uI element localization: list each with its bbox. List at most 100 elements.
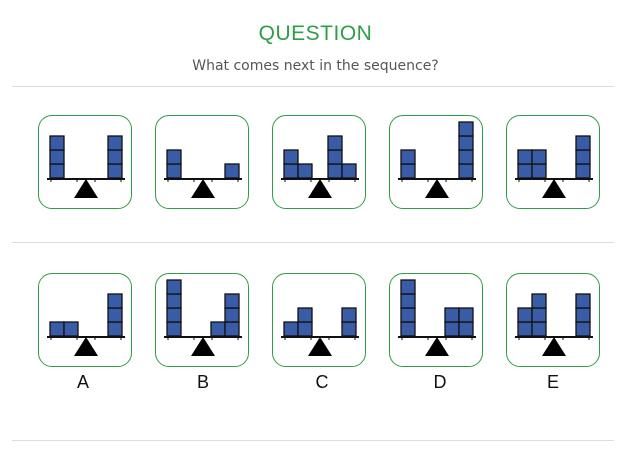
right-weight-block <box>458 149 474 165</box>
right-weight-block <box>458 163 474 179</box>
right-weight-block <box>327 163 343 179</box>
right-weight-block <box>341 163 357 179</box>
left-weight-block <box>49 321 65 337</box>
left-weight-block <box>531 163 547 179</box>
option-a-label[interactable]: A <box>76 372 89 392</box>
right-weight-block <box>327 149 343 165</box>
right-weight-block <box>107 293 123 309</box>
option-c-card[interactable] <box>272 273 366 367</box>
left-weight-block <box>63 321 79 337</box>
question-prompt: What comes next in the sequence? <box>192 58 439 74</box>
divider-bottom <box>12 440 614 441</box>
left-weight-block <box>531 149 547 165</box>
option-b-label[interactable]: B <box>196 372 209 392</box>
right-weight-block <box>458 135 474 151</box>
left-weight-block <box>531 307 547 323</box>
fulcrum <box>542 179 566 198</box>
fulcrum <box>191 179 215 198</box>
left-weight-block <box>166 293 182 309</box>
fulcrum <box>425 179 449 198</box>
sequence-card-1 <box>38 115 132 209</box>
left-weight-block <box>297 321 313 337</box>
right-weight-block <box>107 135 123 151</box>
right-weight-block <box>458 307 474 323</box>
right-weight-block <box>107 163 123 179</box>
page-title: QUESTION <box>258 22 373 45</box>
divider-top <box>12 86 614 87</box>
left-weight-block <box>400 321 416 337</box>
right-weight-block <box>458 321 474 337</box>
right-weight-block <box>224 163 240 179</box>
left-weight-block <box>283 321 299 337</box>
left-weight-block <box>400 163 416 179</box>
right-weight-block <box>575 321 591 337</box>
left-weight-block <box>49 135 65 151</box>
sequence-3-scale-diagram <box>281 135 359 198</box>
right-weight-block <box>341 307 357 323</box>
option-a-card[interactable] <box>38 273 132 367</box>
option-d-scale-diagram <box>398 279 476 356</box>
right-weight-block <box>575 135 591 151</box>
fulcrum <box>74 179 98 198</box>
option-d-card[interactable] <box>389 273 483 367</box>
option-e-card[interactable] <box>506 273 600 367</box>
left-weight-block <box>517 321 533 337</box>
fulcrum <box>191 337 215 356</box>
fulcrum <box>308 179 332 198</box>
right-weight-block <box>107 307 123 323</box>
option-e-label[interactable]: E <box>546 372 559 392</box>
left-weight-block <box>517 307 533 323</box>
right-weight-block <box>327 135 343 151</box>
sequence-4-scale-diagram <box>398 121 476 198</box>
left-weight-block <box>297 307 313 323</box>
option-b-scale-diagram <box>164 279 242 356</box>
right-weight-block <box>224 321 240 337</box>
left-weight-block <box>49 163 65 179</box>
left-weight-block <box>297 163 313 179</box>
right-weight-block <box>341 321 357 337</box>
sequence-1-scale-diagram <box>47 135 125 198</box>
left-weight-block <box>400 149 416 165</box>
left-weight-block <box>400 293 416 309</box>
left-weight-block <box>400 307 416 323</box>
right-weight-block <box>458 121 474 137</box>
option-b-card[interactable] <box>155 273 249 367</box>
sequence-card-3 <box>272 115 366 209</box>
left-weight-block <box>283 163 299 179</box>
option-e-scale-diagram <box>515 293 593 356</box>
right-weight-block <box>575 293 591 309</box>
sequence-2-scale-diagram <box>164 149 242 198</box>
left-weight-block <box>166 149 182 165</box>
left-weight-block <box>531 293 547 309</box>
left-weight-block <box>166 321 182 337</box>
option-c-label[interactable]: C <box>315 372 329 392</box>
left-weight-block <box>283 149 299 165</box>
fulcrum <box>308 337 332 356</box>
right-weight-block <box>444 307 460 323</box>
left-weight-block <box>517 163 533 179</box>
option-d-label[interactable]: D <box>433 372 447 392</box>
right-weight-block <box>107 321 123 337</box>
left-weight-block <box>400 279 416 295</box>
right-weight-block <box>210 321 226 337</box>
divider-middle <box>12 242 614 243</box>
right-weight-block <box>107 149 123 165</box>
right-weight-block <box>575 149 591 165</box>
left-weight-block <box>166 307 182 323</box>
right-weight-block <box>444 321 460 337</box>
right-weight-block <box>224 293 240 309</box>
fulcrum <box>425 337 449 356</box>
left-weight-block <box>166 163 182 179</box>
right-weight-block <box>224 307 240 323</box>
left-weight-block <box>49 149 65 165</box>
option-c-scale-diagram <box>281 307 359 356</box>
right-weight-block <box>575 163 591 179</box>
sequence-card-4 <box>389 115 483 209</box>
left-weight-block <box>517 149 533 165</box>
sequence-card-5 <box>506 115 600 209</box>
sequence-card-2 <box>155 115 249 209</box>
left-weight-block <box>166 279 182 295</box>
left-weight-block <box>531 321 547 337</box>
fulcrum <box>542 337 566 356</box>
right-weight-block <box>575 307 591 323</box>
